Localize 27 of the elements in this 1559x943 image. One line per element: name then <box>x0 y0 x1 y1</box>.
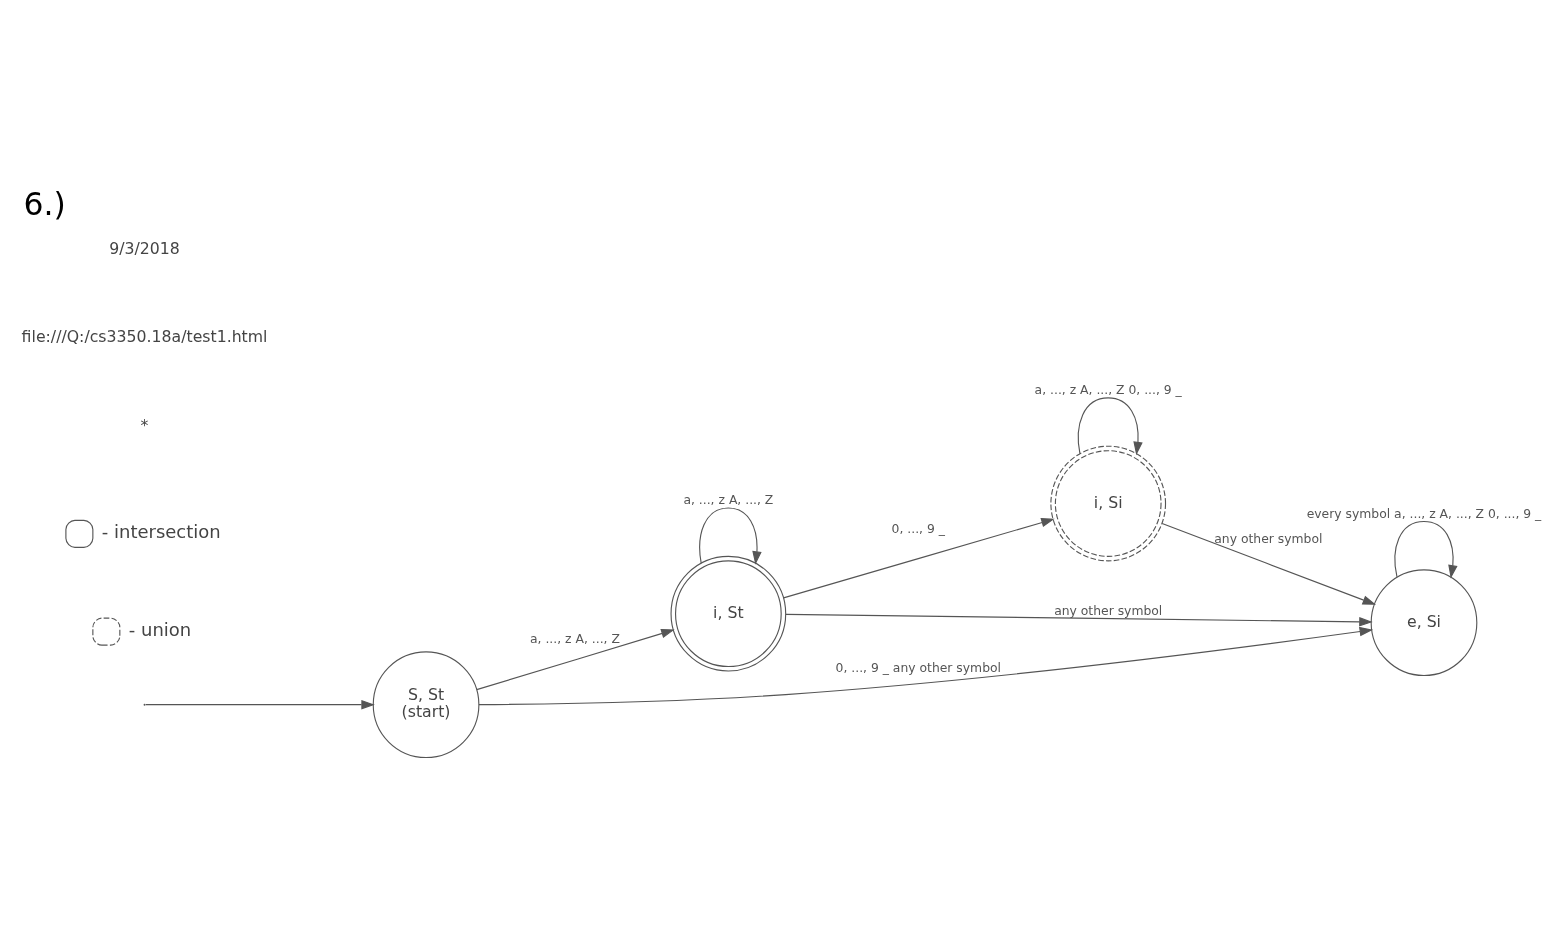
arrow <box>476 629 675 691</box>
label: file:///Q:/cs3350.18a/test1.html <box>21 327 268 347</box>
legend-label: - union <box>128 618 192 640</box>
arrow <box>699 507 762 565</box>
arrow <box>1394 520 1458 579</box>
edge-label: every symbol a, ..., z A, ..., Z 0, ..., 9 _ <box>1306 506 1542 521</box>
arrow <box>478 626 1374 706</box>
node-circle: i, Si <box>1050 445 1167 562</box>
edge-label: 0, ..., 9 _ <box>891 521 945 536</box>
edge-label: a, ..., z A, ..., Z <box>530 631 620 646</box>
legend-label: - intersection <box>101 521 221 543</box>
node-circle: e, Si <box>1370 569 1478 677</box>
label: * <box>140 416 149 436</box>
edge-label: a, ..., z A, ..., Z 0, ..., 9 _ <box>1034 383 1182 398</box>
arrow <box>783 518 1055 599</box>
edge-label: any other symbol <box>1054 603 1163 618</box>
node-circle: S, St (start) <box>372 651 480 759</box>
diagram-title: 6.) <box>23 186 66 223</box>
arrow <box>1077 397 1143 456</box>
edge-label: a, ..., z A, ..., Z <box>683 493 774 508</box>
label: 9/3/2018 <box>109 238 180 258</box>
arrow <box>145 699 375 710</box>
edge-label: any other symbol <box>1214 531 1323 546</box>
node-circle: i, St <box>670 555 787 672</box>
edge-label: 0, ..., 9 _ any other symbol <box>835 660 1001 675</box>
arrow <box>1161 523 1377 605</box>
arrow <box>785 613 1373 627</box>
